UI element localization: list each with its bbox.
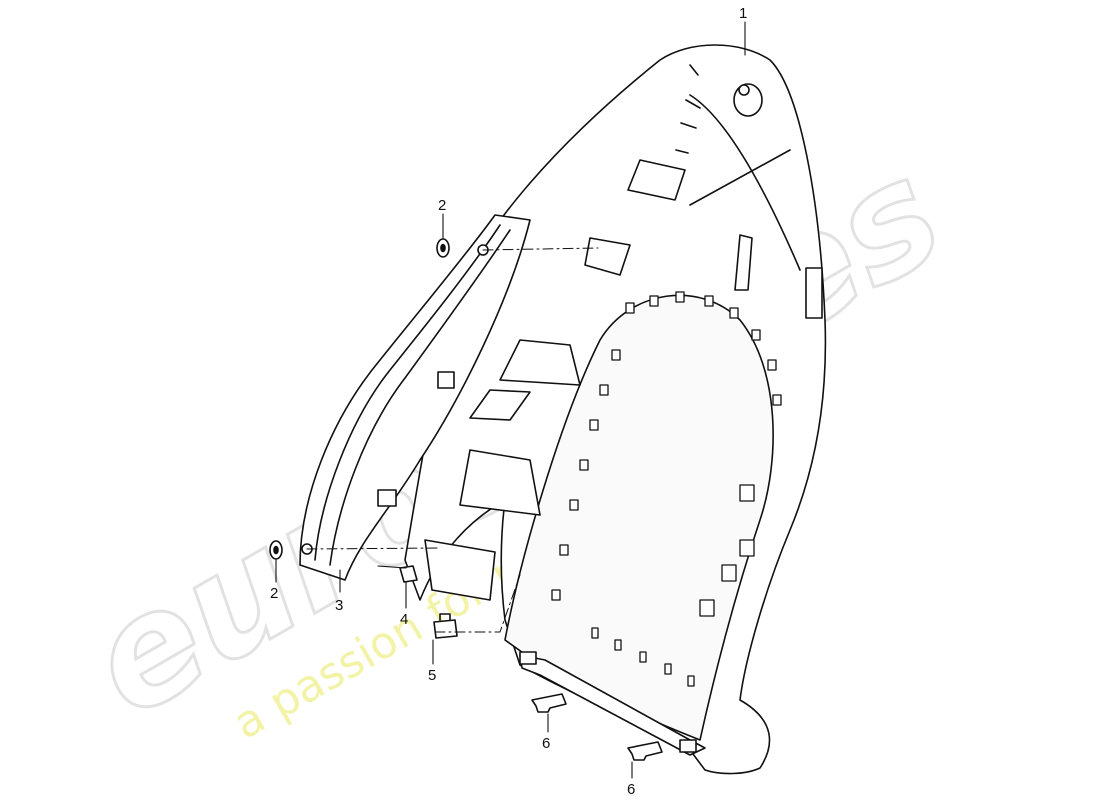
callout-6-lower: 6 — [627, 781, 635, 798]
grommet-part-2-upper[interactable] — [436, 238, 450, 258]
callout-2-upper: 2 — [438, 197, 446, 214]
alignment-lines — [306, 247, 599, 633]
side-trim-part-3[interactable] — [299, 214, 531, 581]
callouts: 1 2 2 3 4 5 6 6 — [270, 5, 747, 798]
callout-1: 1 — [739, 5, 747, 22]
callout-5: 5 — [428, 667, 436, 684]
grommet-part-2-lower[interactable] — [269, 540, 283, 560]
clip-part-5[interactable] — [433, 613, 458, 639]
clip-part-6-upper[interactable] — [531, 693, 567, 713]
clip-part-4[interactable] — [399, 565, 418, 583]
callout-3: 3 — [335, 597, 343, 614]
clip-part-6-lower[interactable] — [627, 741, 663, 761]
callout-2-lower: 2 — [270, 585, 278, 602]
backrest-shell-part-1[interactable] — [404, 44, 827, 775]
callout-6-upper: 6 — [542, 735, 550, 752]
leader-lines — [275, 21, 746, 779]
callout-4: 4 — [400, 611, 408, 628]
